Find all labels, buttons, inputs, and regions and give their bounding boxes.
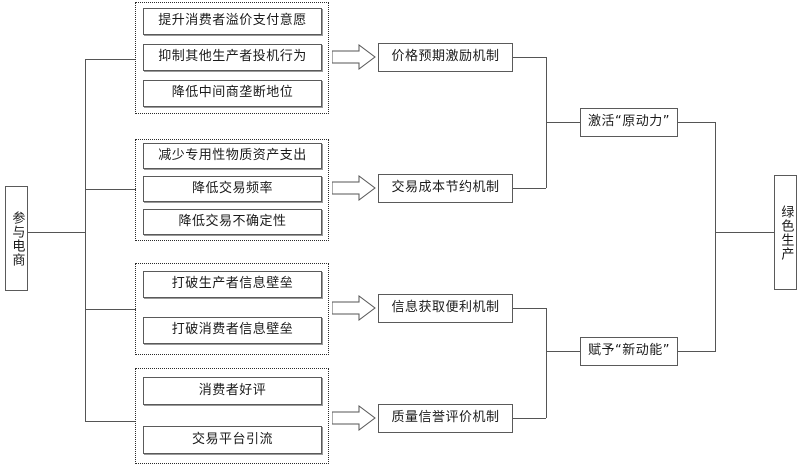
connector-driver-new-out	[678, 351, 716, 352]
connector-mech3-out	[513, 308, 546, 309]
block-arrow-icon	[332, 405, 376, 431]
connector-branch-4	[85, 421, 136, 422]
factor-box: 降低中间商垄断地位	[143, 80, 322, 107]
connector-branch-3	[85, 309, 136, 310]
factor-box: 降低交易频率	[143, 176, 322, 202]
group-frame-information	[135, 263, 329, 355]
factor-box: 减少专用性物质资产支出	[143, 143, 322, 169]
factor-box: 打破生产者信息壁垒	[143, 271, 322, 298]
group-frame-transaction-cost	[135, 139, 329, 241]
connector-branch-2	[85, 189, 136, 190]
connector-mech2-out	[513, 188, 546, 189]
connector-source-to-trunk	[28, 232, 86, 233]
connector-mech4-out	[513, 418, 546, 419]
mechanism-box-information: 信息获取便利机制	[378, 294, 513, 323]
block-arrow-icon	[332, 44, 376, 70]
factor-box: 消费者好评	[143, 377, 322, 405]
connector-trunk-vertical	[85, 59, 86, 422]
factor-box: 交易平台引流	[143, 426, 322, 454]
connector-merge-upper-to-driver	[546, 122, 580, 123]
factor-box: 打破消费者信息壁垒	[143, 317, 322, 344]
connector-branch-1	[85, 59, 136, 60]
connector-merge-lower	[546, 308, 547, 418]
mechanism-box-quality-reputation: 质量信誉评价机制	[378, 404, 513, 433]
mechanism-box-price: 价格预期激励机制	[378, 43, 513, 72]
target-node-green-production: 绿色生产	[774, 175, 797, 290]
source-node-participate-ecommerce: 参与电商	[5, 186, 28, 291]
factor-box: 降低交易不确定性	[143, 209, 322, 235]
factor-box: 抑制其他生产者投机行为	[143, 44, 322, 71]
mechanism-box-transaction-cost: 交易成本节约机制	[378, 174, 513, 203]
connector-mech1-out	[513, 57, 546, 58]
connector-driver-original-out	[678, 122, 716, 123]
group-frame-price	[135, 2, 329, 114]
driver-box-original-power: 激活“原动力”	[580, 108, 678, 137]
connector-merge-to-target	[715, 232, 775, 233]
connector-merge-lower-to-driver	[546, 351, 580, 352]
factor-box: 提升消费者溢价支付意愿	[143, 8, 322, 35]
connector-target-merge	[715, 122, 716, 351]
block-arrow-icon	[332, 175, 376, 201]
block-arrow-icon	[332, 295, 376, 321]
driver-box-new-momentum: 赋予“新动能”	[580, 337, 678, 366]
